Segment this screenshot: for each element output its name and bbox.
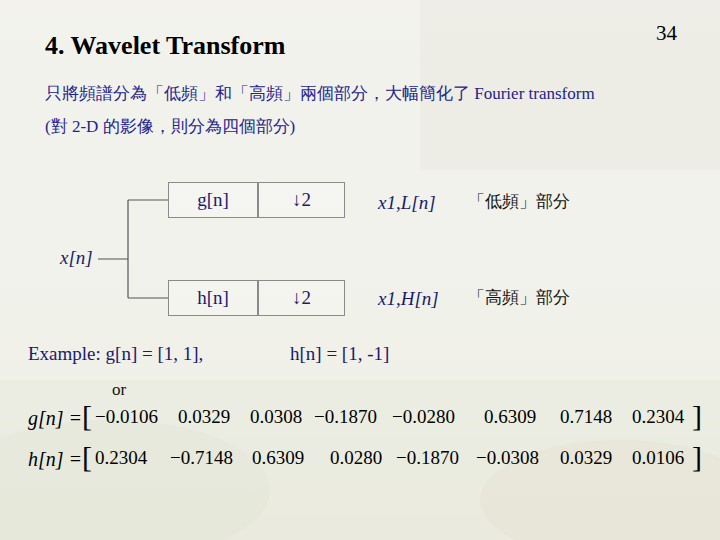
box-text: ↓2 — [292, 189, 311, 212]
downsample-box: ↓2 — [258, 182, 345, 218]
filter-box: g[n] — [168, 182, 258, 218]
coefficient: 0.0280 — [330, 447, 382, 470]
signal-name: x[n] — [60, 247, 93, 270]
box-text: ↓2 — [292, 287, 311, 310]
box-text: g[n] — [197, 189, 229, 212]
filter-box: h[n] — [168, 280, 258, 316]
branch-line — [98, 200, 168, 298]
note-text: 只將頻譜分為「低頻」和「高頻」兩個部分，大幅簡化了 Fourier transf… — [45, 84, 595, 104]
coefficient: −0.0308 — [476, 447, 539, 470]
coefficient: 0.0106 — [632, 447, 684, 470]
coefficient: 0.7148 — [560, 406, 612, 429]
coefficient: 0.0308 — [250, 406, 302, 429]
bracket: ] — [692, 439, 702, 475]
coefficient: 0.2304 — [95, 447, 147, 470]
signal-name: x1,L[n] — [378, 192, 436, 215]
slide-title: 4. Wavelet Transform — [45, 30, 285, 61]
band-label: 「高頻」部分 — [468, 288, 570, 308]
bracket: [ — [82, 398, 92, 434]
coefficient: 0.0329 — [560, 447, 612, 470]
downsample-box: ↓2 — [258, 280, 345, 316]
signal-name: x1,H[n] — [378, 288, 439, 311]
note-text: or — [112, 380, 126, 400]
coefficient: 0.6309 — [484, 406, 536, 429]
box-text: h[n] — [197, 287, 229, 310]
coefficient: −0.0106 — [95, 406, 158, 429]
coefficient: 0.0329 — [178, 406, 230, 429]
coefficient: −0.1870 — [314, 406, 377, 429]
coefficient: −0.7148 — [170, 447, 233, 470]
note-text: (對 2-D 的影像，則分為四個部分) — [45, 117, 295, 137]
equation-lhs: h[n] = — [28, 447, 82, 471]
coefficient: 0.2304 — [632, 406, 684, 429]
example-text: h[n] = [1, -1] — [290, 343, 389, 366]
band-label: 「低頻」部分 — [468, 192, 570, 212]
bracket: [ — [82, 439, 92, 475]
coefficient: 0.6309 — [252, 447, 304, 470]
example-text: Example: g[n] = [1, 1], — [28, 343, 203, 366]
bracket: ] — [692, 398, 702, 434]
equation-lhs: g[n] = — [28, 406, 82, 430]
page-number: 34 — [656, 21, 677, 46]
coefficient: −0.0280 — [392, 406, 455, 429]
coefficient: −0.1870 — [396, 447, 459, 470]
